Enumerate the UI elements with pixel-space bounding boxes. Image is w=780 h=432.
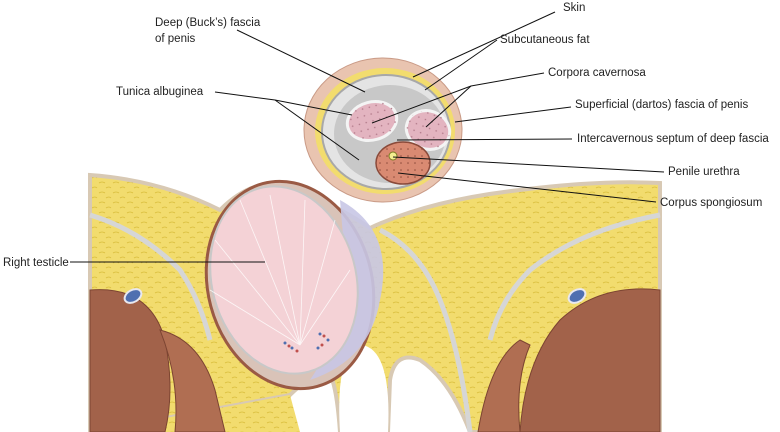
label-corpora-cavernosa: Corpora cavernosa	[548, 67, 646, 79]
penile-urethra	[388, 151, 398, 161]
label-penile-urethra: Penile urethra	[668, 166, 740, 178]
leader-lines	[70, 11, 665, 263]
vessel-left	[123, 288, 143, 304]
penis-cross-section	[303, 57, 463, 203]
label-deep-fascia-line2: of penis	[155, 33, 196, 45]
label-right-testicle: Right testicle	[3, 257, 69, 269]
right-testicle	[204, 179, 384, 391]
label-skin: Skin	[563, 2, 585, 14]
label-intercavernous-septum: Intercavernous septum of deep fascia	[577, 133, 769, 145]
vessel-right	[567, 288, 587, 304]
label-superficial-fascia: Superficial (dartos) fascia of penis	[575, 99, 748, 111]
label-tunica-albuginea: Tunica albuginea	[116, 86, 204, 98]
label-subcutaneous-fat: Subcutaneous fat	[500, 34, 590, 46]
thigh-muscle-right	[477, 288, 661, 432]
label-deep-fascia: Deep (Buck’s) fascia	[155, 17, 261, 29]
thigh-muscle-left	[89, 289, 226, 432]
label-corpus-spongiosum: Corpus spongiosum	[660, 197, 762, 209]
